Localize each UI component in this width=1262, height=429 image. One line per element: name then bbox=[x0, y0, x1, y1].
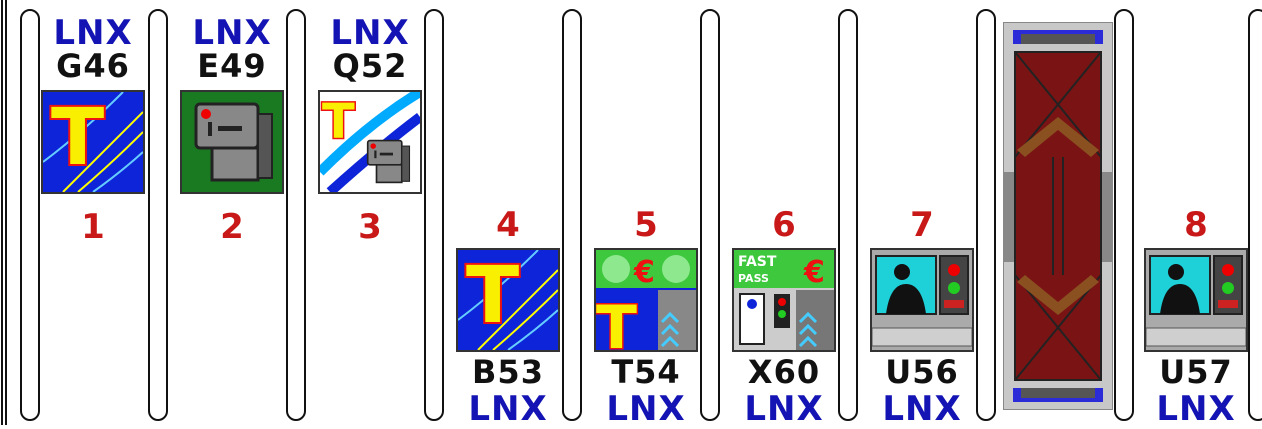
station-number: 7 bbox=[855, 208, 989, 242]
svg-text:€: € bbox=[803, 255, 825, 290]
station-brand: LNX bbox=[26, 16, 160, 50]
svg-text:FAST: FAST bbox=[738, 254, 777, 270]
station-code: T54 bbox=[579, 356, 713, 388]
svg-text:T: T bbox=[51, 93, 104, 183]
station-code: E49 bbox=[165, 50, 299, 82]
svg-text:T: T bbox=[596, 293, 637, 350]
signal-operator-icon[interactable] bbox=[870, 248, 974, 352]
station-number: 3 bbox=[303, 210, 437, 244]
ticket-office-and-machine-icon[interactable]: T bbox=[318, 90, 422, 194]
station-brand: LNX bbox=[165, 16, 299, 50]
svg-text:€: € bbox=[633, 255, 655, 290]
station-number: 6 bbox=[717, 208, 851, 242]
ticket-office-icon[interactable]: T bbox=[41, 90, 145, 194]
station-brand: LNX bbox=[1129, 392, 1262, 426]
ticket-machine-icon[interactable] bbox=[180, 90, 284, 194]
svg-text:T: T bbox=[322, 94, 355, 150]
station-number: 2 bbox=[165, 210, 299, 244]
station-brand: LNX bbox=[855, 392, 989, 426]
ticket-office-icon[interactable]: T bbox=[456, 248, 560, 352]
station-code: G46 bbox=[26, 50, 160, 82]
station-number: 1 bbox=[26, 210, 160, 244]
station-code: Q52 bbox=[303, 50, 437, 82]
station-code: X60 bbox=[717, 356, 851, 388]
station-code: U56 bbox=[855, 356, 989, 388]
station-brand: LNX bbox=[717, 392, 851, 426]
station-brand: LNX bbox=[441, 392, 575, 426]
station-brand: LNX bbox=[303, 16, 437, 50]
footbridge-icon[interactable] bbox=[1003, 22, 1113, 410]
station-code: U57 bbox=[1129, 356, 1262, 388]
signal-operator-icon[interactable] bbox=[1144, 248, 1248, 352]
station-brand: LNX bbox=[579, 392, 713, 426]
svg-text:T: T bbox=[466, 251, 519, 341]
station-number: 5 bbox=[579, 208, 713, 242]
euro-ticket-office-gate-icon[interactable]: € T bbox=[594, 248, 698, 352]
station-code: B53 bbox=[441, 356, 575, 388]
fast-pass-gate-icon[interactable]: FAST PASS € bbox=[732, 248, 836, 352]
svg-text:PASS: PASS bbox=[738, 272, 769, 285]
station-number: 4 bbox=[441, 208, 575, 242]
station-number: 8 bbox=[1129, 208, 1262, 242]
